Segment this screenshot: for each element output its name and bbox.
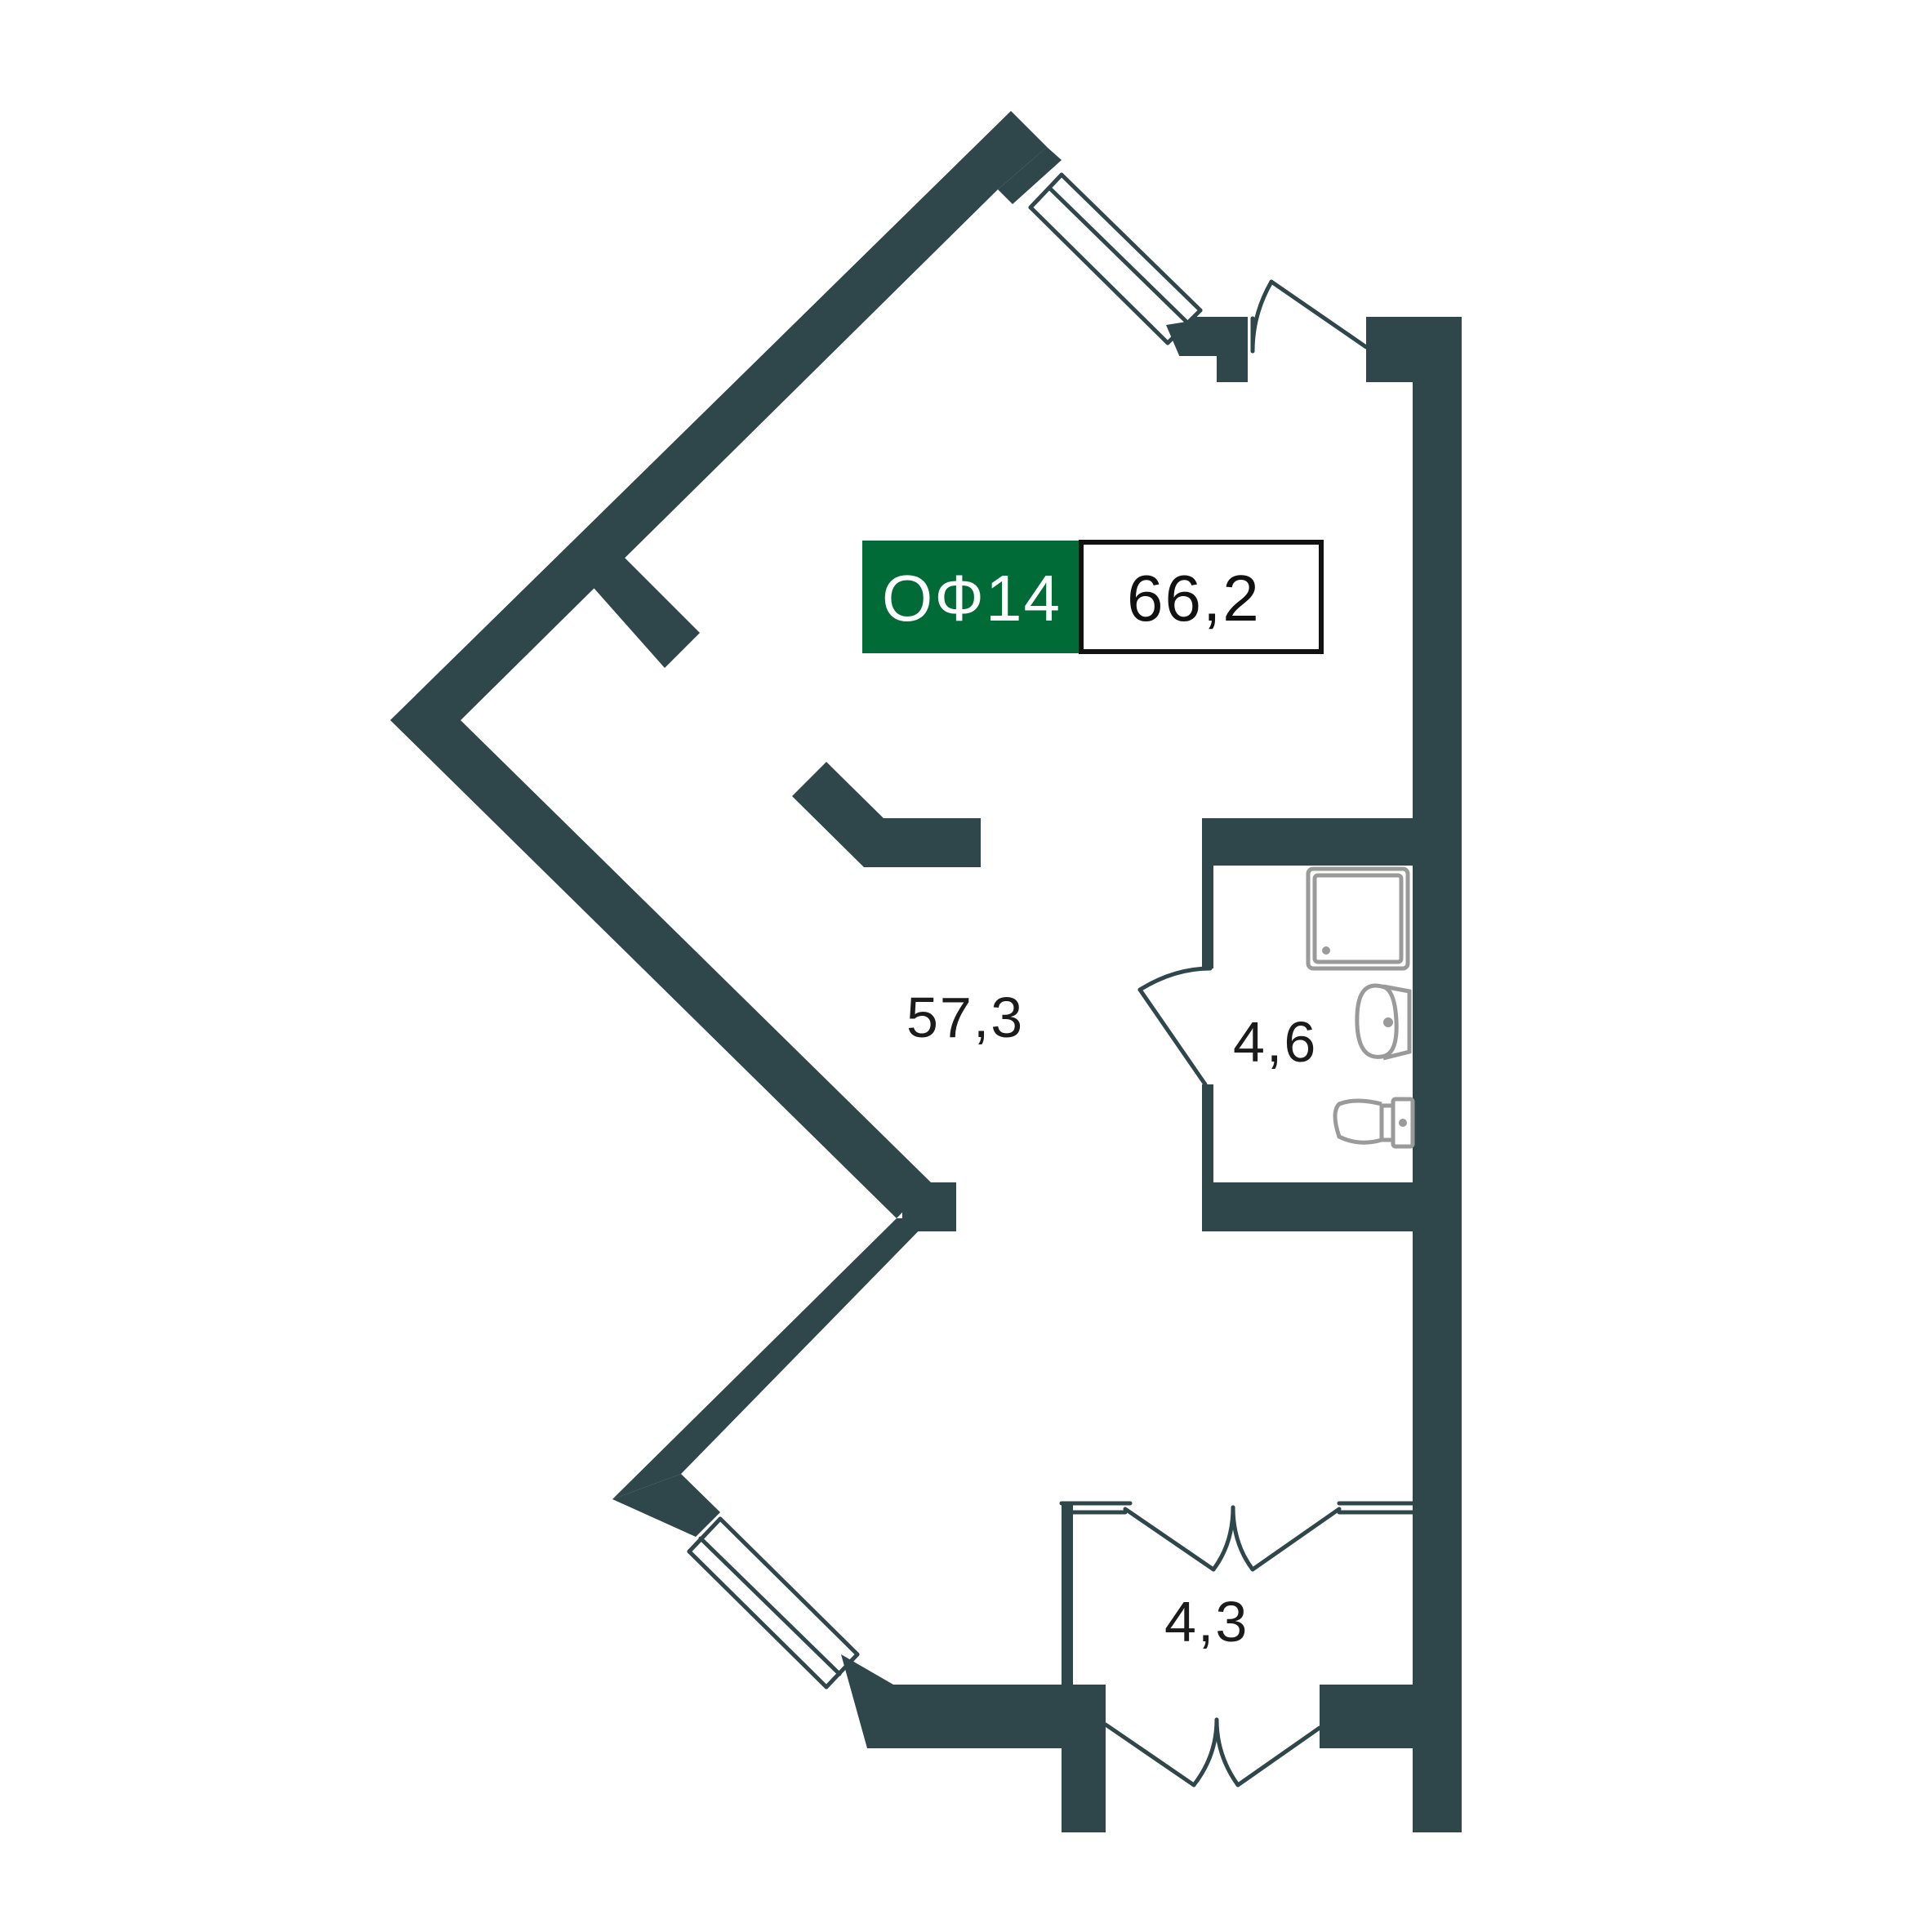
interior-stub-upper bbox=[588, 557, 700, 668]
vestibule-area-label: 4,3 bbox=[1164, 1590, 1249, 1654]
unit-code-label: ОФ14 bbox=[882, 562, 1062, 634]
bottom-window bbox=[687, 1516, 860, 1689]
bottom-right-stub bbox=[1320, 1685, 1462, 1748]
bathroom-door[interactable] bbox=[1137, 966, 1213, 1087]
unit-badge: ОФ14 66,2 bbox=[862, 540, 1324, 654]
total-area-label: 66,2 bbox=[1127, 562, 1261, 634]
main-room-area-label: 57,3 bbox=[906, 986, 1024, 1049]
vestibule-inner-double-door[interactable] bbox=[1123, 1505, 1342, 1572]
right-wall bbox=[1413, 317, 1462, 1832]
bathroom-top-wall bbox=[1202, 818, 1413, 866]
interior-stub-lower bbox=[792, 762, 981, 867]
lower-left-diagonal-wall bbox=[390, 720, 931, 1218]
bathroom-left-wall-upper bbox=[1202, 818, 1213, 968]
top-window-wall-left bbox=[998, 147, 1062, 204]
unit-code-background bbox=[862, 541, 1081, 653]
entrance-door[interactable] bbox=[1250, 279, 1369, 354]
top-window bbox=[1028, 172, 1203, 345]
total-area-frame bbox=[1079, 540, 1324, 654]
shower-tray-icon bbox=[1306, 866, 1410, 971]
bathroom-area-label: 4,6 bbox=[1233, 1010, 1317, 1074]
top-right-stub bbox=[1366, 317, 1462, 382]
bathroom-bottom-wall bbox=[1202, 1182, 1413, 1231]
bathroom-left-wall-lower bbox=[1202, 1084, 1213, 1231]
upper-left-diagonal-wall-inner bbox=[390, 111, 1047, 720]
wall-cutouts bbox=[996, 189, 1217, 382]
lower-diagonal-wall bbox=[612, 1218, 931, 1499]
sink-icon bbox=[1355, 983, 1412, 1061]
bottom-left-stub bbox=[1062, 1685, 1106, 1832]
vestibule-frame bbox=[1059, 1501, 1415, 1685]
vestibule-outer-double-door[interactable] bbox=[1103, 1717, 1322, 1787]
bottom-left-diagonal-wall bbox=[612, 1474, 720, 1537]
walls bbox=[390, 111, 1462, 1832]
toilet-icon bbox=[1333, 1097, 1415, 1149]
